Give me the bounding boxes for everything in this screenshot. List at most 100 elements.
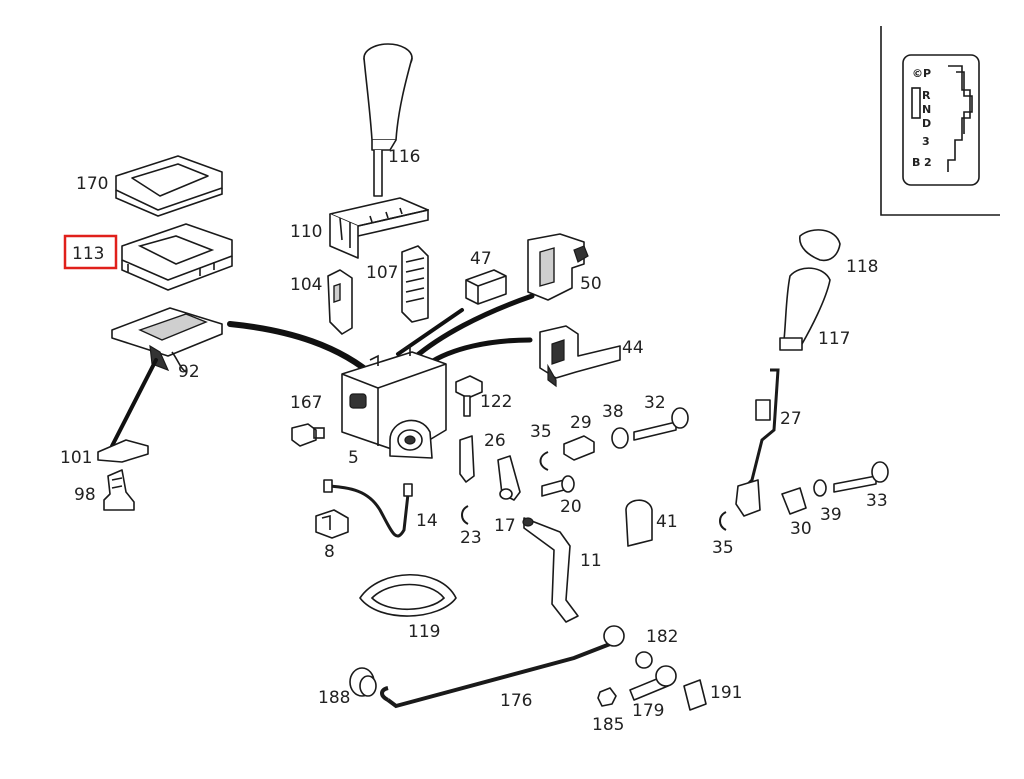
shift-gate-slot [947,65,971,172]
part-23-circlip [461,505,469,525]
label-44: 44 [622,338,644,358]
label-176: 176 [500,691,532,711]
label-23: 23 [460,528,482,548]
label-107: 107 [366,263,398,283]
part-182-bushing [635,651,653,669]
label-32: 32 [644,393,666,413]
label-110: 110 [290,222,322,242]
part-113-shift-plate [121,223,233,291]
label-14: 14 [416,511,438,531]
label-26: 26 [484,431,506,451]
label-191: 191 [710,683,742,703]
label-116: 116 [388,147,420,167]
part-14-cable [323,479,413,538]
part-122-bolt [455,375,483,417]
part-50-module [527,233,589,301]
label-27: 27 [780,409,802,429]
label-92: 92 [178,362,200,382]
gate-pos-2: 2 [924,156,932,169]
part-32-pin [633,407,689,441]
part-5-shifter-housing [341,344,447,459]
gate-pos-r: R [922,89,931,102]
part-107-side-panel [401,245,429,323]
part-17-link [497,455,521,501]
part-39-washer [813,479,827,497]
part-47-switch [465,269,507,305]
label-118: 118 [846,257,878,277]
label-101: 101 [60,448,92,468]
arrow-92-to-101 [110,358,158,448]
gate-pos-d: D [922,117,931,130]
label-35-right: 35 [712,538,734,558]
label-117: 117 [818,329,850,349]
label-98: 98 [74,485,96,505]
part-98-clip [103,469,135,511]
label-113: 113 [72,244,104,264]
shift-gate-plate [902,54,980,186]
part-185-nut [597,687,617,707]
part-110-cover [329,197,429,259]
label-104: 104 [290,275,322,295]
label-47: 47 [470,249,492,269]
label-30: 30 [790,519,812,539]
label-119: 119 [408,622,440,642]
label-29: 29 [570,413,592,433]
part-33-pin [833,461,889,493]
part-191-clip [683,679,707,711]
inset-frame [880,26,1000,216]
part-176-shift-rod [380,625,625,709]
label-38: 38 [602,402,624,422]
part-29-bushing [563,435,595,461]
gate-mark-b: B [912,156,920,169]
part-35-circlip-left [539,451,549,471]
label-11: 11 [580,551,602,571]
part-20-pin [541,475,575,497]
part-104-side-panel [327,269,353,335]
arrow-50-to-housing [411,293,535,361]
label-5: 5 [348,448,359,468]
gate-mark-c: © [912,67,923,80]
label-35-left: 35 [530,422,552,442]
callout-labels: 170 113 92 101 98 116 110 104 107 47 50 … [60,147,888,735]
label-20: 20 [560,497,582,517]
part-38-washer [611,427,629,449]
part-35-circlip-right [719,511,727,531]
label-50: 50 [580,274,602,294]
label-167: 167 [290,393,322,413]
part-170-trim-frame [115,155,223,217]
gate-pos-p: P [923,67,931,80]
label-182: 182 [646,627,678,647]
gate-pos-3: 3 [922,135,930,148]
part-101-lever [97,439,149,463]
arrow-44-to-housing [425,337,533,367]
gate-pos-n: N [922,103,931,116]
part-27-shift-lever [735,368,780,517]
part-26-bracket [459,435,475,483]
label-170: 170 [76,174,108,194]
part-167-bulb [291,423,325,447]
part-116-gear-knob [363,43,413,197]
part-41-clip [625,499,653,547]
part-11-lever-arm [522,517,579,623]
part-179-pin [629,665,677,701]
label-188: 188 [318,688,350,708]
shift-gate-inset: © P R N D 3 B 2 [880,26,1000,216]
label-185: 185 [592,715,624,735]
part-117-knob [779,267,831,351]
part-8-clip [315,509,349,539]
part-188-bushing [349,667,377,697]
part-119-boot [359,573,457,617]
label-17: 17 [494,516,516,536]
label-179: 179 [632,701,664,721]
label-39: 39 [820,505,842,525]
label-33: 33 [866,491,888,511]
highlight-box-113 [63,234,118,270]
part-44-connector [539,325,621,388]
part-92-console-base [111,307,223,373]
label-122: 122 [480,392,512,412]
part-30-bracket [781,487,807,515]
label-41: 41 [656,512,678,532]
part-118-knob-cap [799,229,841,262]
